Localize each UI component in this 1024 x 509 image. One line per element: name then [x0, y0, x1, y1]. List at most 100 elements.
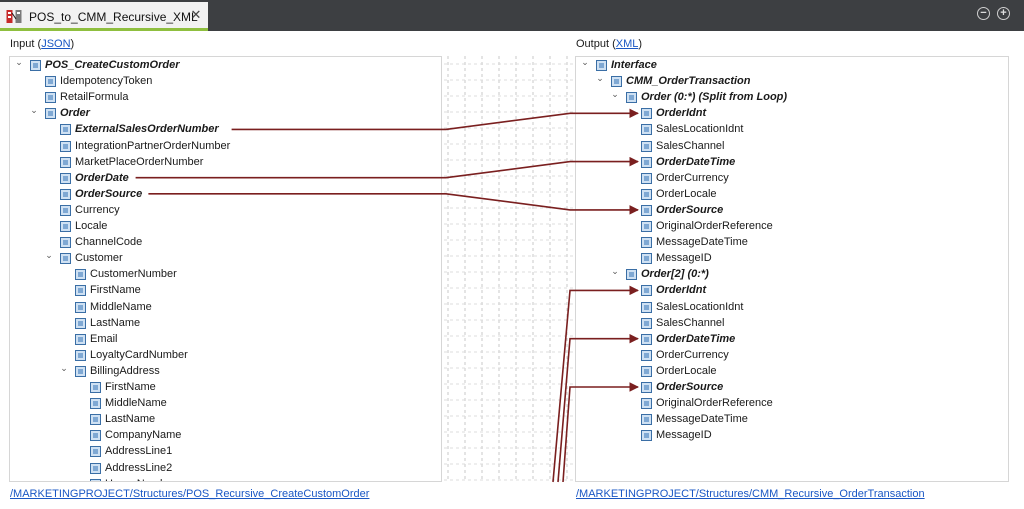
chevron-down-icon[interactable]: ⌄: [596, 73, 604, 84]
output-tree[interactable]: ⌄Interface⌄CMM_OrderTransaction⌄Order (0…: [575, 56, 1009, 482]
tree-node[interactable]: SalesChannel: [576, 316, 1008, 332]
tree-node[interactable]: OrderSource: [576, 203, 1008, 219]
tree-node[interactable]: MiddleName: [10, 300, 441, 316]
tree-node[interactable]: ⌄ CMM_OrderTransaction: [576, 73, 1008, 90]
chevron-down-icon[interactable]: ⌄: [60, 362, 68, 373]
tree-node[interactable]: LastName: [10, 412, 441, 428]
tree-node[interactable]: OrderIdnt: [576, 106, 1008, 122]
tree-node-label: OrderDate: [75, 171, 129, 184]
tree-node[interactable]: OrderDate: [10, 171, 441, 187]
tree-node[interactable]: AddressLine2: [10, 461, 441, 477]
tree-node[interactable]: SalesLocationIdnt: [576, 122, 1008, 138]
close-icon[interactable]: ✕: [190, 7, 202, 22]
tree-node[interactable]: MiddleName: [10, 396, 441, 412]
element-icon: [641, 172, 652, 184]
tree-node[interactable]: MessageID: [576, 428, 1008, 444]
element-icon: [90, 414, 101, 426]
tree-node[interactable]: CompanyName: [10, 428, 441, 444]
tree-node[interactable]: SalesLocationIdnt: [576, 300, 1008, 316]
chevron-down-icon[interactable]: ⌄: [611, 266, 619, 277]
mapping-area[interactable]: [444, 56, 573, 482]
tree-node[interactable]: OrderSource: [10, 187, 441, 203]
input-structure-link[interactable]: /MARKETINGPROJECT/Structures/POS_Recursi…: [10, 488, 370, 500]
tree-node-label: HouseNumber: [105, 478, 176, 481]
tree-node[interactable]: LastName: [10, 316, 441, 332]
element-icon: [641, 317, 652, 329]
output-heading-prefix: Output (: [576, 38, 616, 50]
tree-node[interactable]: ⌄Order: [10, 105, 441, 122]
element-icon: [641, 349, 652, 361]
element-icon: [641, 237, 652, 249]
chevron-down-icon[interactable]: ⌄: [581, 57, 589, 67]
tree-node-label: OrderSource: [75, 187, 143, 200]
add-icon[interactable]: +: [997, 7, 1010, 20]
chevron-down-icon[interactable]: ⌄: [45, 250, 53, 261]
element-icon: [90, 462, 101, 474]
tree-node[interactable]: OrderSource: [576, 380, 1008, 396]
tree-node[interactable]: IdempotencyToken: [10, 74, 441, 90]
element-icon: [641, 124, 652, 136]
tree-node[interactable]: MarketPlaceOrderNumber: [10, 155, 441, 171]
tree-node[interactable]: ExternalSalesOrderNumber: [10, 122, 441, 138]
tree-node[interactable]: OriginalOrderReference: [576, 396, 1008, 412]
tree-node[interactable]: Email: [10, 332, 441, 348]
element-icon: [641, 221, 652, 232]
output-format-link[interactable]: XML: [615, 38, 639, 50]
tree-node[interactable]: MessageDateTime: [576, 412, 1008, 428]
element-icon: [641, 156, 652, 168]
tree-node[interactable]: ⌄Interface: [576, 57, 1008, 74]
chevron-down-icon[interactable]: ⌄: [15, 57, 23, 67]
tree-node[interactable]: Locale: [10, 219, 441, 235]
element-icon: [60, 237, 71, 249]
tree-node[interactable]: SalesChannel: [576, 139, 1008, 155]
tree-node[interactable]: OrderDateTime: [576, 332, 1008, 348]
element-icon: [60, 253, 71, 265]
tree-node[interactable]: Currency: [10, 203, 441, 219]
tree-node[interactable]: ⌄Customer: [10, 250, 441, 267]
tree-node-label: IdempotencyToken: [60, 75, 153, 88]
element-icon: [90, 478, 101, 481]
tree-node[interactable]: MessageID: [576, 251, 1008, 267]
element-icon: [90, 430, 101, 442]
tree-node[interactable]: RetailFormula: [10, 90, 441, 106]
tree-node[interactable]: HouseNumber: [10, 477, 441, 481]
tree-node-label: FirstName: [105, 381, 156, 393]
element-icon: [75, 269, 86, 281]
tree-node[interactable]: OrderDateTime: [576, 155, 1008, 171]
tree-node[interactable]: FirstName: [10, 283, 441, 299]
tree-node-label: ExternalSalesOrderNumber: [75, 123, 219, 136]
input-format-link[interactable]: JSON: [41, 38, 71, 50]
tree-node[interactable]: ChannelCode: [10, 235, 441, 251]
minimize-icon[interactable]: −: [977, 7, 990, 20]
tree-node[interactable]: MessageDateTime: [576, 235, 1008, 251]
element-icon: [641, 333, 652, 345]
tree-node-label: MessageID: [656, 429, 712, 442]
tree-node[interactable]: FirstName: [10, 380, 441, 396]
tree-node-label: CMM_OrderTransaction: [626, 75, 751, 88]
element-icon: [30, 60, 41, 71]
output-structure-link[interactable]: /MARKETINGPROJECT/Structures/CMM_Recursi…: [576, 488, 925, 500]
tree-node[interactable]: IntegrationPartnerOrderNumber: [10, 139, 441, 155]
tree-node[interactable]: LoyaltyCardNumber: [10, 348, 441, 364]
tree-node[interactable]: ⌄POS_CreateCustomOrder: [10, 57, 441, 74]
tree-node[interactable]: ⌄BillingAddress: [10, 362, 441, 380]
chevron-down-icon[interactable]: ⌄: [30, 105, 38, 116]
tree-node[interactable]: OrderCurrency: [576, 348, 1008, 364]
tree-node-label: OrderCurrency: [656, 348, 729, 361]
tree-node[interactable]: OrderCurrency: [576, 171, 1008, 187]
element-icon: [75, 365, 86, 377]
tree-node[interactable]: ⌄Order (0:*) (Split from Loop): [576, 89, 1008, 106]
element-icon: [641, 204, 652, 216]
editor-tab[interactable]: POS_to_CMM_Recursive_XML ✕: [0, 2, 208, 31]
tree-node-label: SalesChannel: [656, 316, 725, 329]
tree-node[interactable]: OriginalOrderReference: [576, 219, 1008, 235]
tree-node-label: MessageDateTime: [656, 413, 748, 426]
tree-node[interactable]: OrderLocale: [576, 187, 1008, 203]
tree-node[interactable]: OrderLocale: [576, 364, 1008, 380]
tree-node[interactable]: OrderIdnt: [576, 283, 1008, 299]
tree-node[interactable]: CustomerNumber: [10, 267, 441, 283]
chevron-down-icon[interactable]: ⌄: [611, 89, 619, 100]
tree-node[interactable]: ⌄Order[2] (0:*): [576, 266, 1008, 283]
tree-node[interactable]: AddressLine1: [10, 444, 441, 460]
